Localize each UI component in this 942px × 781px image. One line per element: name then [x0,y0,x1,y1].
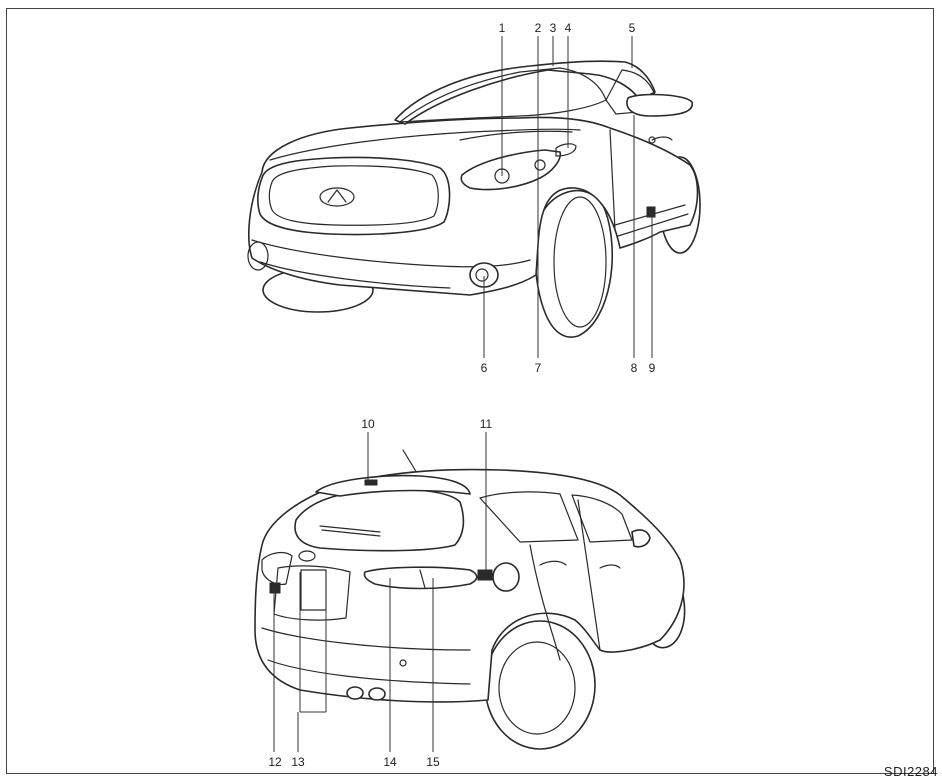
rear-view-leaders [273,432,487,752]
callout-7: 7 [535,361,542,375]
front-view-leaders [483,36,653,358]
front-view-callouts: 1 2 3 4 5 6 7 8 9 [481,21,656,375]
callout-4: 4 [565,21,572,35]
rear-view-car [254,449,686,750]
rear-view-callouts: 10 11 12 13 14 15 [268,417,492,769]
callout-11: 11 [480,417,493,431]
front-view-car [247,60,701,338]
callout-13: 13 [291,755,305,769]
callout-1: 1 [499,21,506,35]
callout-10: 10 [361,417,375,431]
callout-12: 12 [268,755,282,769]
callout-6: 6 [481,361,488,375]
callout-15: 15 [426,755,440,769]
figure-code: SDI2284 [883,764,938,779]
callout-2: 2 [535,21,542,35]
callout-14: 14 [383,755,397,769]
callout-8: 8 [631,361,638,375]
callout-9: 9 [649,361,656,375]
callout-5: 5 [629,21,636,35]
callout-3: 3 [550,21,557,35]
